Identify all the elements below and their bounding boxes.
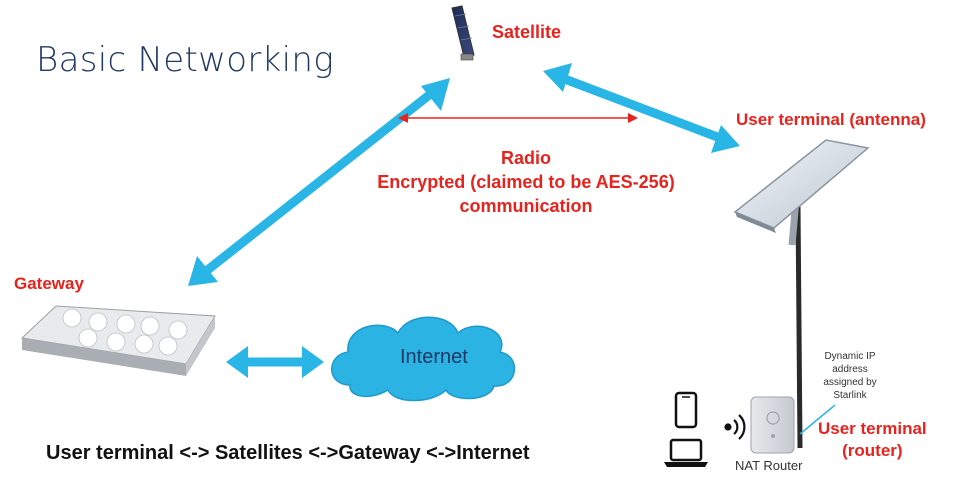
- laptop-icon: [664, 438, 708, 467]
- satellite-icon: [451, 5, 475, 61]
- dynamic-ip-line-3: assigned by: [823, 377, 877, 388]
- gateway-label: Gateway: [14, 274, 84, 293]
- phone-icon: [674, 391, 698, 429]
- antenna-dish-icon: [733, 139, 870, 449]
- internet-label: Internet: [400, 346, 468, 368]
- radio-line-2: Encrypted (claimed to be AES-256): [377, 172, 675, 192]
- nat-router-icon: [750, 396, 795, 454]
- dynamic-ip-pointer: [799, 404, 836, 435]
- radio-line-3: communication: [459, 196, 593, 216]
- radio-description: Radio Encrypted (claimed to be AES-256) …: [340, 146, 712, 218]
- wifi-icon: [724, 414, 746, 440]
- nat-router-label: NAT Router: [735, 458, 803, 473]
- gateway-satellite-arrow: [188, 78, 450, 286]
- antenna-label: User terminal (antenna): [736, 110, 926, 129]
- internet-cloud-icon: [331, 316, 516, 402]
- router-label: User terminal (router): [818, 418, 927, 462]
- radio-link-arrow: [398, 113, 638, 123]
- dynamic-ip-line-2: address: [832, 364, 868, 375]
- flow-summary: User terminal <-> Satellites <->Gateway …: [46, 442, 530, 464]
- router-label-line-1: User terminal: [818, 419, 927, 438]
- gateway-internet-arrow: [226, 346, 324, 378]
- satellite-label: Satellite: [492, 22, 562, 42]
- dynamic-ip-line-4: Starlink: [833, 390, 867, 401]
- satellite-antenna-arrow: [543, 63, 740, 153]
- dynamic-ip-line-1: Dynamic IP: [824, 351, 876, 362]
- router-label-line-2: (router): [842, 441, 903, 460]
- radio-line-1: Radio: [500, 148, 551, 168]
- gateway-dome-icon: [20, 305, 216, 376]
- dynamic-ip-note: Dynamic IP address assigned by Starlink: [800, 350, 900, 402]
- page-title: Basic Networking: [36, 40, 334, 80]
